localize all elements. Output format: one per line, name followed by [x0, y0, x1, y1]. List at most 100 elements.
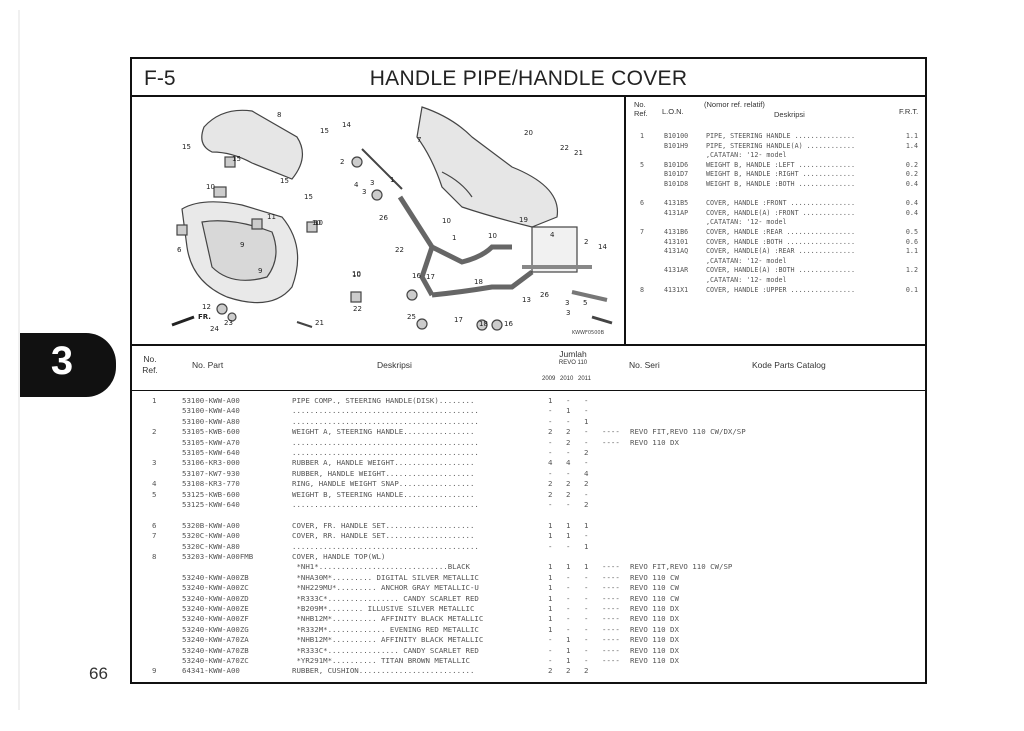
- part-desc: ........................................…: [292, 500, 479, 509]
- part-seri: ----: [602, 562, 620, 572]
- ref-row: ,CATATAN: '12- model: [626, 276, 925, 286]
- part-seri: ----: [602, 624, 620, 634]
- qty-2011: -: [584, 396, 589, 405]
- qty-2011: 1: [584, 562, 589, 572]
- parts-row: 5320C-KWW-A80...........................…: [132, 542, 925, 552]
- ref-no: 7: [640, 228, 645, 236]
- callout-label: 19: [519, 216, 528, 224]
- part-number: 53240-KWW-A00ZG: [182, 624, 249, 634]
- qty-2009: -: [548, 635, 553, 645]
- qty-2010: 1: [566, 520, 571, 530]
- qty-2011: -: [584, 583, 589, 593]
- qty-2011: 4: [584, 468, 589, 478]
- parts-row: 53240-KWW-A00ZB *NHA30M*......... DIGITA…: [132, 573, 925, 583]
- part-number: 53240-KWW-A00ZC: [182, 583, 249, 593]
- ref-lon: 4131AR: [664, 266, 689, 275]
- parts-row: 53100-KWW-A80...........................…: [132, 417, 925, 427]
- ref-lon: 4131AP: [664, 208, 689, 217]
- callout-label: 10: [312, 219, 321, 227]
- part-desc: COVER, HANDLE TOP(WL): [292, 552, 386, 561]
- qty-2010: 2: [566, 427, 571, 437]
- ref-frt: 0.2: [905, 160, 918, 169]
- qty-2010: 2: [566, 489, 571, 499]
- qty-2009: 1: [548, 531, 553, 541]
- ref-desc: COVER, HANDLE :REAR .................: [706, 228, 855, 236]
- part-desc: ........................................…: [292, 541, 479, 551]
- part-desc: *YR291M*.......... TITAN BROWN METALLIC: [292, 656, 470, 665]
- part-number: 5320C-KWW-A00: [182, 531, 240, 541]
- parts-row: 53240-KWW-A00ZG *R332M*............. EVE…: [132, 625, 925, 635]
- part-desc: *NH229MU*......... ANCHOR GRAY METALLIC-…: [292, 583, 479, 593]
- callout-label: 16: [504, 320, 513, 328]
- qty-2009: -: [548, 468, 553, 478]
- ref-frt: 1.1: [905, 132, 918, 140]
- parts-row: 53105-KWW-640...........................…: [132, 448, 925, 458]
- ref-frt: 1.1: [905, 247, 918, 256]
- part-kode: REVO 110 DX: [630, 437, 679, 447]
- qty-2009: 1: [548, 583, 553, 593]
- qty-2010: -: [566, 614, 571, 624]
- callout-label: 26: [540, 291, 549, 299]
- part-desc: ........................................…: [292, 437, 479, 447]
- part-desc: PIPE COMP., STEERING HANDLE(DISK).......…: [292, 396, 475, 405]
- part-seri: ----: [602, 427, 620, 437]
- part-desc: WEIGHT B, STEERING HANDLE...............…: [292, 489, 475, 499]
- ref-frt: 0.5: [905, 228, 918, 236]
- qty-2009: -: [548, 416, 553, 426]
- parts-row: 53240-KWW-A70ZA *NHB12M*.......... AFFIN…: [132, 635, 925, 645]
- ref-col-frt: F.R.T.: [899, 107, 919, 116]
- qty-2011: 2: [584, 479, 589, 489]
- ref-lon: 4131AQ: [664, 247, 689, 256]
- callout-label: 15: [232, 155, 241, 163]
- ref-frt: 0.4: [905, 180, 918, 188]
- part-desc: *R333C*................ CANDY SCARLET RE…: [292, 645, 479, 655]
- section-header: F-5 HANDLE PIPE/HANDLE COVER: [132, 59, 925, 97]
- ref-lon: 413101: [664, 237, 689, 246]
- part-seri: ----: [602, 635, 620, 645]
- part-kode: REVO 110 CW: [630, 593, 679, 603]
- callout-label: 22: [560, 144, 569, 152]
- callout-label: 11: [267, 213, 276, 221]
- callout-label: 10: [488, 232, 497, 240]
- qty-2009: 2: [548, 489, 553, 499]
- parts-row: 53240-KWW-A00ZD *R333C*................ …: [132, 594, 925, 604]
- callout-label: 17: [426, 273, 435, 281]
- callout-label: 25: [407, 313, 416, 321]
- ref-desc: ,CATATAN: '12- model: [706, 276, 787, 284]
- part-number: 53107-KW7-930: [182, 468, 240, 478]
- callout-label: 3: [565, 299, 569, 307]
- section-title: HANDLE PIPE/HANDLE COVER: [369, 67, 688, 90]
- qty-2010: 2: [566, 479, 571, 489]
- chapter-tab: 3: [20, 333, 116, 397]
- qty-2010: 1: [566, 531, 571, 541]
- part-desc: *B209M*........ ILLUSIVE SILVER METALLIC: [292, 604, 475, 613]
- callout-label: 17: [454, 316, 463, 324]
- part-seri: ----: [602, 437, 620, 447]
- ref-row: ,CATATAN: '12- model: [626, 151, 925, 161]
- ref-lon: B101D6: [664, 160, 689, 169]
- qty-2011: 2: [584, 666, 589, 676]
- ref-desc: ,CATATAN: '12- model: [706, 151, 787, 160]
- ref-frt: 1.2: [905, 266, 918, 275]
- part-desc: *R333C*................ CANDY SCARLET RE…: [292, 593, 479, 603]
- qty-2009: 1: [548, 572, 553, 582]
- callout-label: 24: [210, 325, 219, 333]
- part-ref: 3: [152, 458, 157, 468]
- part-desc: *NHB12M*.......... AFFINITY BLACK METALL…: [292, 614, 484, 624]
- callout-label: 9: [240, 241, 244, 249]
- part-seri: ----: [602, 583, 620, 593]
- parts-col-part: No. Part: [192, 360, 224, 370]
- callout-label: 14: [598, 243, 607, 251]
- qty-2011: -: [584, 406, 589, 416]
- callout-label: 22: [395, 246, 404, 254]
- callout-label: 10: [442, 217, 451, 225]
